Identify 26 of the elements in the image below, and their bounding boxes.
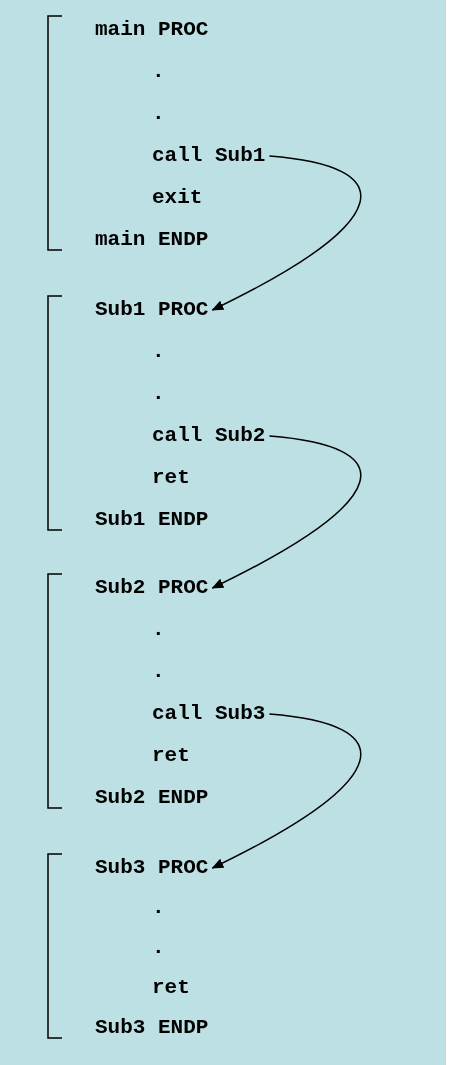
code-line: ret — [152, 744, 190, 768]
dot-line: . — [152, 60, 165, 84]
code-line: call Sub1 — [152, 144, 266, 168]
dot-line: . — [152, 936, 165, 960]
code-line: exit — [152, 186, 203, 210]
code-line: main PROC — [95, 18, 209, 42]
dot-line: . — [152, 102, 165, 126]
code-line: call Sub2 — [152, 424, 266, 448]
code-line: Sub3 PROC — [95, 856, 209, 880]
dot-line: . — [152, 660, 165, 684]
code-line: Sub1 PROC — [95, 298, 209, 322]
code-line: call Sub3 — [152, 702, 266, 726]
arrow — [211, 155, 361, 311]
arrow — [211, 435, 361, 589]
dot-line: . — [152, 896, 165, 920]
dot-line: . — [152, 382, 165, 406]
code-line: Sub2 PROC — [95, 576, 209, 600]
code-line: Sub2 ENDP — [95, 786, 209, 810]
code-line: Sub3 ENDP — [95, 1016, 209, 1040]
code-line: ret — [152, 976, 190, 1000]
code-line: ret — [152, 466, 190, 490]
code-line: Sub1 ENDP — [95, 508, 209, 532]
arrow — [211, 713, 361, 869]
dot-line: . — [152, 340, 165, 364]
code-line: main ENDP — [95, 228, 209, 252]
dot-line: . — [152, 618, 165, 642]
